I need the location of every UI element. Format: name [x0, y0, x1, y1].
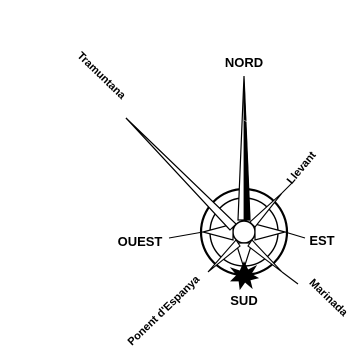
- north-needle: [238, 76, 250, 220]
- label-est: EST: [309, 233, 334, 248]
- label-ponent: Ponent d'Espanya: [126, 273, 203, 348]
- label-ouest: OUEST: [118, 234, 163, 249]
- south-starburst: [231, 262, 258, 289]
- label-marinada: Marinada: [307, 277, 351, 320]
- label-sud: SUD: [230, 293, 257, 308]
- east-point: [255, 224, 285, 240]
- label-nord: NORD: [225, 55, 263, 70]
- label-llevant: Llevant: [285, 149, 319, 186]
- label-tramuntana: Tramuntana: [74, 50, 128, 103]
- northeast-needle: [250, 193, 282, 227]
- northwest-needle: [126, 118, 236, 230]
